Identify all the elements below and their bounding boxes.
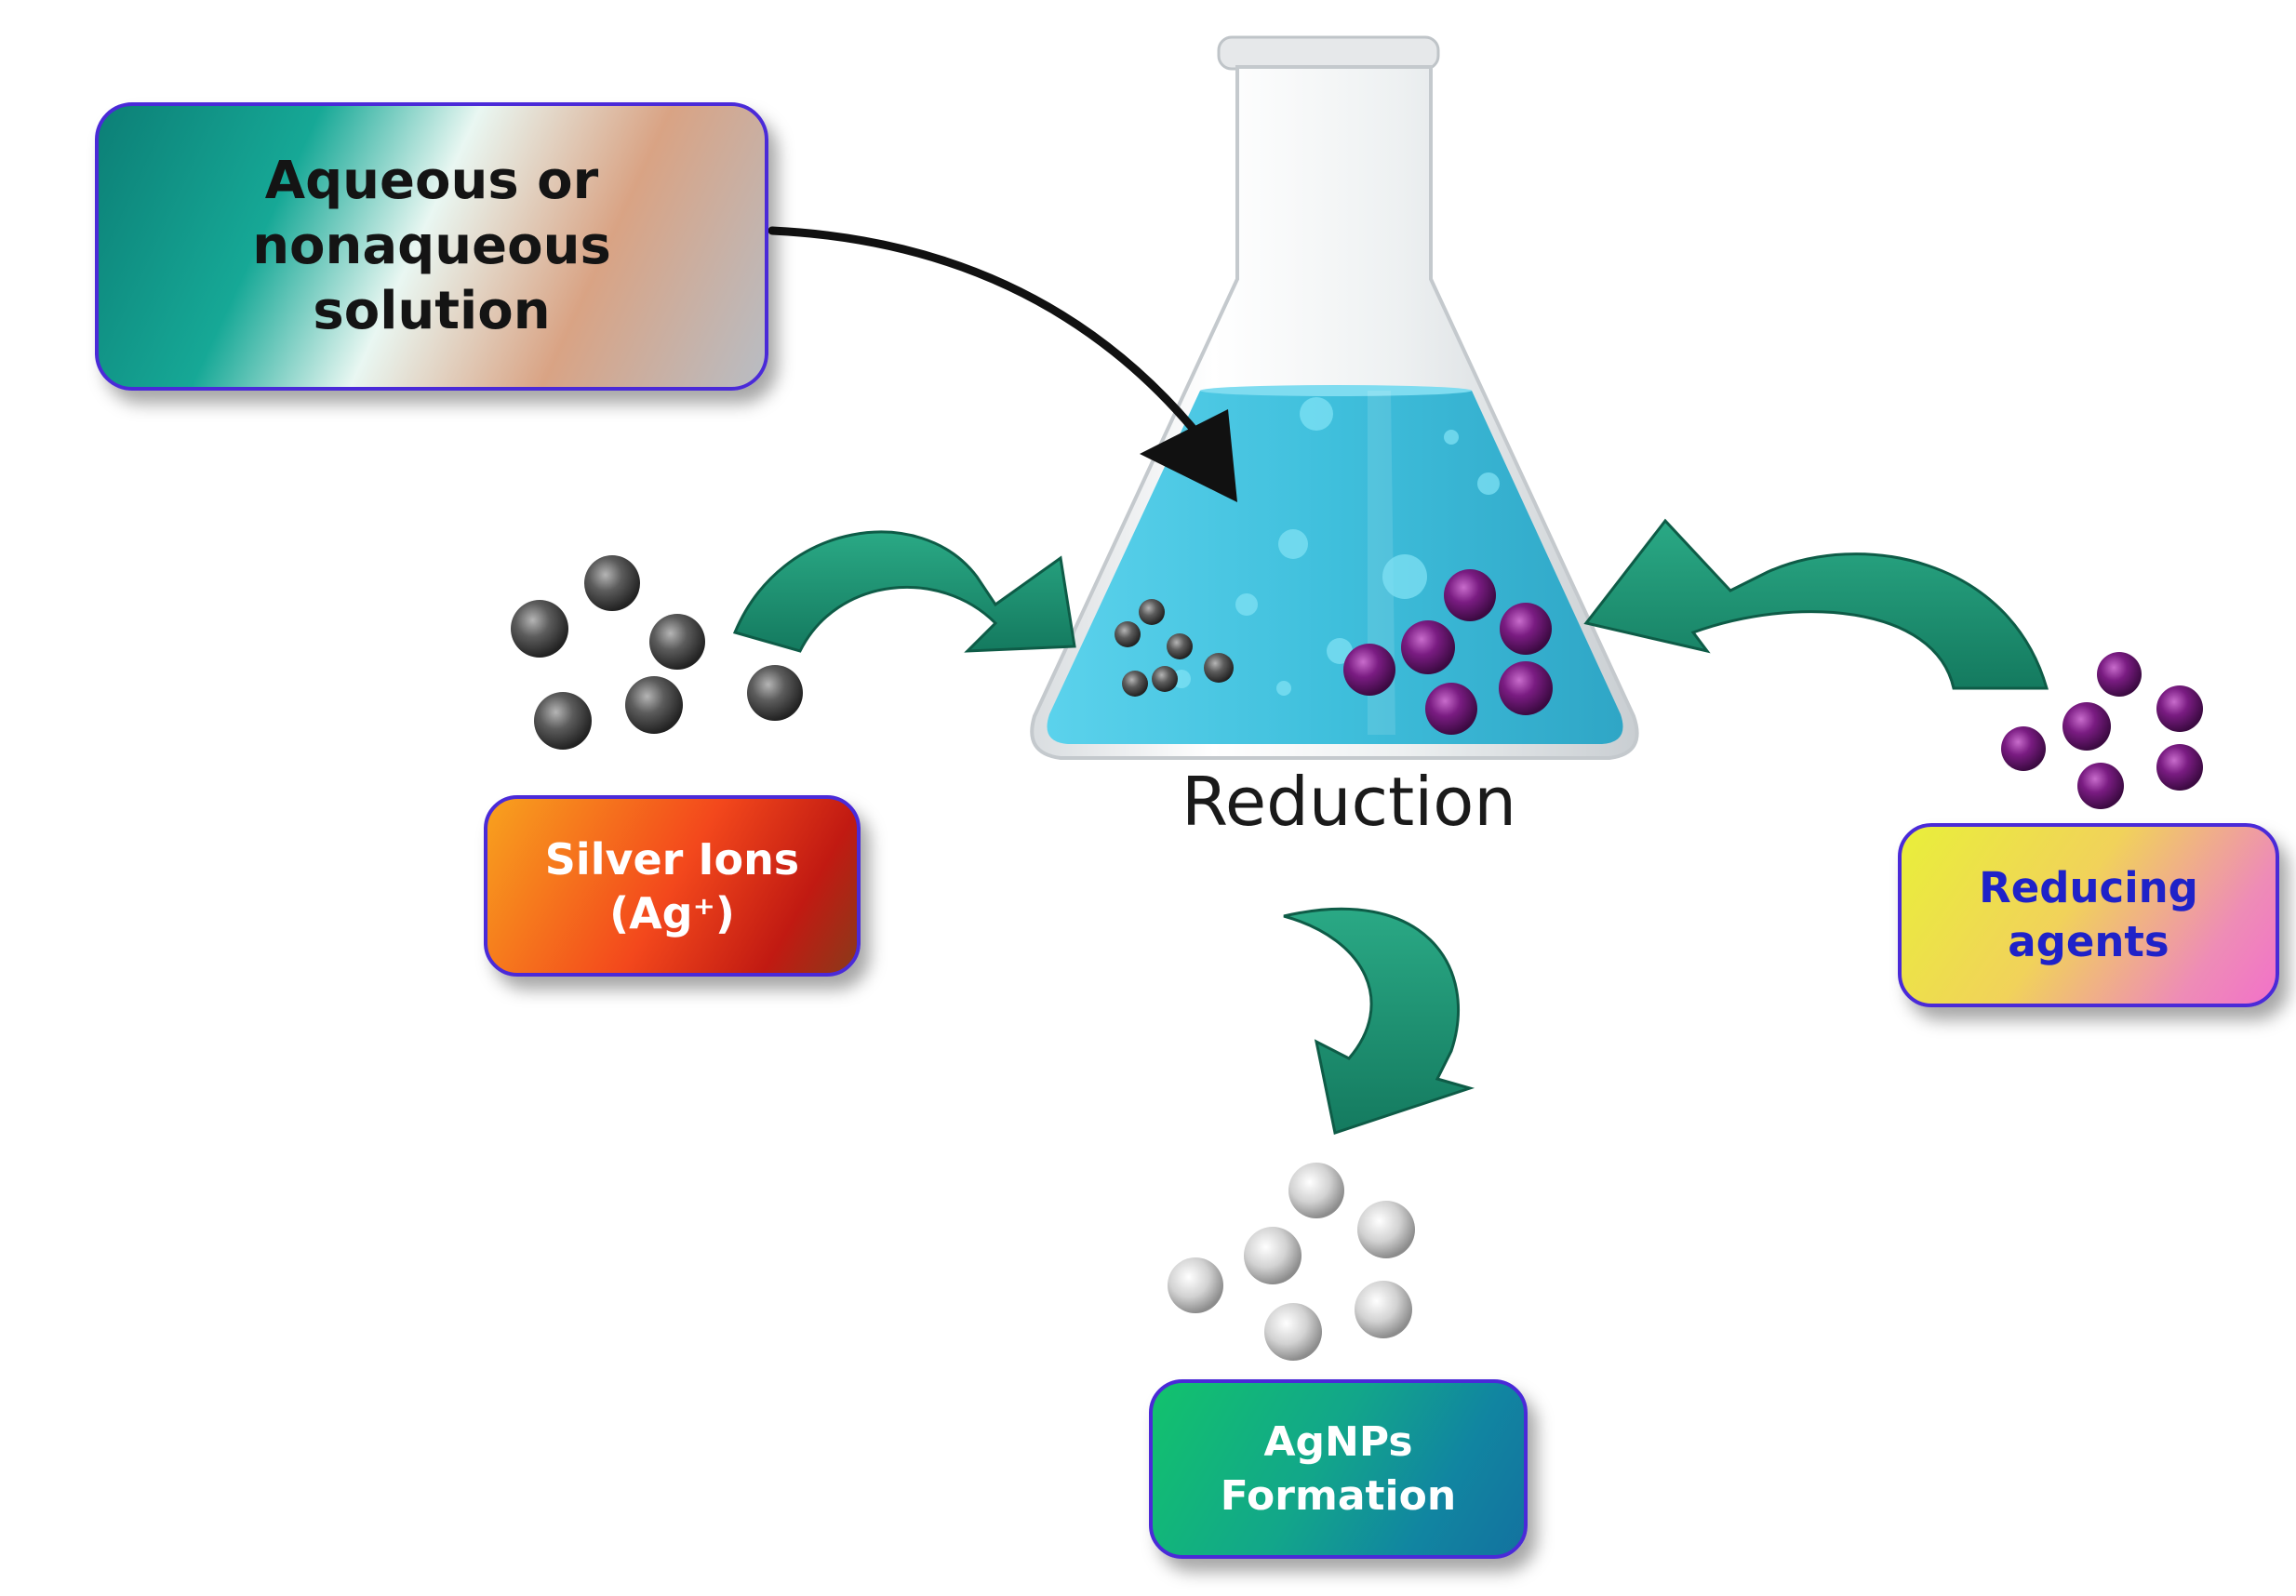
agnps-label-line-1: AgNPs	[1263, 1417, 1413, 1466]
reducing-agents-label-line-1: Reducing	[1979, 863, 2198, 912]
silver-ions-box: Silver Ions (Ag⁺)	[484, 795, 861, 977]
silver-nanoparticles-cluster-icon	[1168, 1163, 1415, 1361]
reducing-agents-cluster-icon	[2001, 652, 2203, 809]
solution-to-flask-arrow	[768, 226, 1237, 502]
flask-silver-ions	[1115, 599, 1234, 697]
solution-label-line-1: Aqueous or	[264, 151, 599, 211]
flask-reducing-agents	[1343, 569, 1553, 735]
reducing-to-flask-arrow-icon	[1583, 518, 2049, 690]
flask-to-agnps-arrow-icon	[1283, 907, 1475, 1135]
reducing-agents-label-line-2: agents	[2008, 917, 2169, 966]
solution-label-line-3: solution	[313, 281, 551, 341]
silver-ions-cluster-icon	[511, 555, 803, 750]
agnps-formation-box: AgNPs Formation	[1149, 1379, 1528, 1559]
silver-ions-label-line-2: (Ag⁺)	[609, 887, 735, 938]
reduction-label: Reduction	[1181, 763, 1516, 841]
reducing-agents-box: Reducing agents	[1898, 823, 2279, 1007]
silver-to-flask-arrow-icon	[732, 530, 1076, 653]
agnps-label-line-2: Formation	[1220, 1471, 1457, 1520]
erlenmeyer-flask-icon	[1030, 35, 1639, 760]
solution-label-line-2: nonaqueous	[252, 216, 611, 276]
solution-box: Aqueous or nonaqueous solution	[95, 102, 768, 391]
silver-ions-label-line-1: Silver Ions	[544, 833, 800, 884]
